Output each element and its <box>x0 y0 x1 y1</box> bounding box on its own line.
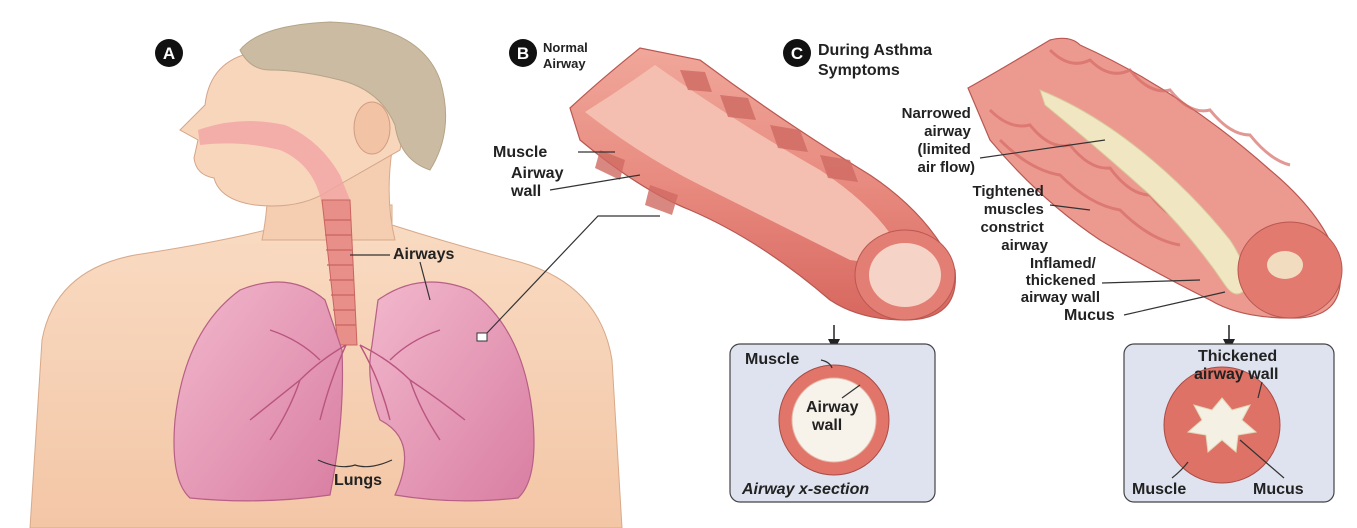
label-narrowed-airway: Narrowed airway (limited air flow) <box>902 105 975 176</box>
label-airway-wall-line2: wall <box>510 183 541 200</box>
narrowed-line2: airway <box>924 123 971 140</box>
inset-b-airway-line2: wall <box>811 417 842 434</box>
label-inflamed-wall: Inflamed/ thickened airway wall <box>1021 255 1100 306</box>
narrowed-line1: Narrowed <box>902 105 971 122</box>
tightened-line2: muscles <box>984 201 1044 218</box>
panel-c-title-line1: During Asthma <box>818 42 932 59</box>
narrowed-line3: (limited <box>917 141 970 158</box>
airway-wall-leader <box>550 175 640 190</box>
label-airway-wall-line1: Airway <box>511 165 564 182</box>
inset-b-caption: Airway x-section <box>741 481 869 498</box>
ear <box>354 102 390 154</box>
tube-end-inner <box>869 243 941 307</box>
label-airways: Airways <box>393 246 454 263</box>
inset-c-mucus: Mucus <box>1253 481 1304 498</box>
mucus-leader <box>1124 292 1225 315</box>
inset-c: Thickened airway wall Muscle Mucus <box>1124 344 1334 502</box>
label-tightened-muscles: Tightened muscles constrict airway <box>972 183 1048 254</box>
badge-b: B <box>517 44 529 63</box>
inset-b-muscle: Muscle <box>745 351 799 368</box>
tightened-line3: constrict <box>980 219 1043 236</box>
asthma-tube-end-inner <box>1267 251 1303 279</box>
label-mucus: Mucus <box>1064 307 1115 324</box>
inset-b-airway-line1: Airway <box>806 399 859 416</box>
badge-a: A <box>163 44 175 63</box>
label-lungs: Lungs <box>334 472 382 489</box>
inset-b: Muscle Airway wall Airway x-section <box>730 344 935 502</box>
inflamed-line3: airway wall <box>1021 289 1100 306</box>
panel-b-title-line1: Normal <box>543 40 588 55</box>
inset-c-muscle: Muscle <box>1132 481 1186 498</box>
panel-c-title-line2: Symptoms <box>818 62 900 79</box>
inset-c-thickened-line2: airway wall <box>1194 366 1279 383</box>
inflamed-line2: thickened <box>1026 272 1096 289</box>
tightened-line1: Tightened <box>972 183 1043 200</box>
tightened-line4: airway <box>1001 237 1048 254</box>
label-muscle: Muscle <box>493 144 547 161</box>
badge-c: C <box>791 44 803 63</box>
inflamed-line1: Inflamed/ <box>1030 255 1097 272</box>
narrowed-line4: air flow) <box>917 159 975 176</box>
inset-c-thickened-line1: Thickened <box>1198 348 1277 365</box>
lung-sample-box <box>477 333 487 341</box>
panel-b-title-line2: Airway <box>543 56 586 71</box>
panel-a: A Airways Lungs <box>30 22 660 528</box>
